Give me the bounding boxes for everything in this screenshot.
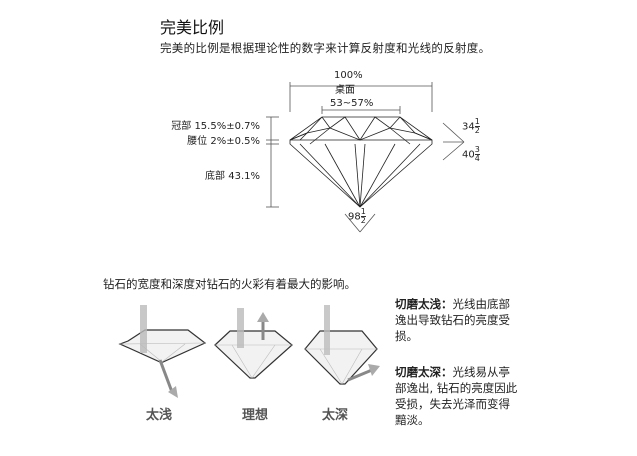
deep-diamond <box>304 330 378 385</box>
cut-label-shallow: 太浅 <box>146 408 173 423</box>
note-text: 光线由底部逸出导致钻石的亮度受损。 <box>395 297 510 343</box>
pavilion-angle-whole: 40 <box>462 149 475 161</box>
crown-angle-num: 1 <box>474 117 480 127</box>
culet-angle-den: 2 <box>360 216 366 225</box>
light-beam <box>324 305 330 355</box>
pavilion-label: 底部 43.1% <box>205 171 260 182</box>
table-value: 53~57% <box>330 98 374 109</box>
note-shallow: 切磨太浅：光线由底部逸出导致钻石的亮度受损。 <box>395 296 520 344</box>
cut-diamonds <box>118 329 378 385</box>
culet-angle-num: 1 <box>360 207 366 217</box>
shallow-diamond <box>118 329 207 363</box>
culet-angle-whole: 98 <box>348 211 361 223</box>
arrow-head <box>257 312 269 322</box>
ideal-diamond <box>214 330 293 379</box>
table-label: 桌面 <box>335 85 355 96</box>
note-deep: 切磨太深：光线易从亭部逸出, 钻石的亮度因此受损，失去光泽而变得黯淡。 <box>395 364 520 428</box>
width-label: 100% <box>334 70 363 81</box>
crown-label: 冠部 15.5%±0.7% <box>171 121 260 132</box>
crown-angle-whole: 34 <box>462 121 475 133</box>
page-title: 完美比例 <box>160 18 225 37</box>
subtitle: 完美的比例是根据理论性的数字来计算反射度和光线的反射度。 <box>160 41 491 55</box>
note-heading: 切磨太深： <box>395 365 453 379</box>
arrow-escape-bottom <box>158 359 174 393</box>
intro-text: 钻石的宽度和深度对钻石的火彩有着最大的影响。 <box>103 277 356 291</box>
cut-label-ideal: 理想 <box>242 408 269 423</box>
arrow-escape-side <box>347 368 373 382</box>
cut-label-deep: 太深 <box>322 408 349 423</box>
note-text: 光线易从亭部逸出, 钻石的亮度因此受损，失去光泽而变得黯淡。 <box>395 365 518 427</box>
light-beam <box>140 305 147 353</box>
pavilion-angle-den: 4 <box>474 154 480 163</box>
note-heading: 切磨太浅： <box>395 297 453 311</box>
girdle-label: 腰位 2%±0.5% <box>187 136 260 147</box>
light-beam <box>237 308 244 348</box>
arrow-head <box>368 364 380 376</box>
pavilion-angle-num: 3 <box>474 145 480 155</box>
arrow-head <box>168 386 178 398</box>
diamond-outline <box>289 116 433 208</box>
crown-angle-den: 2 <box>474 126 480 135</box>
